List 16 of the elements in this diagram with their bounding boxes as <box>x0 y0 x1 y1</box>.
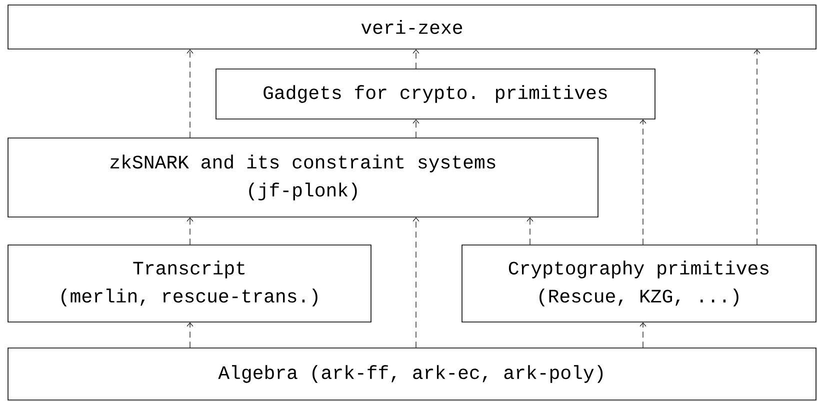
arrow <box>640 119 646 245</box>
arrow <box>526 217 534 245</box>
arrow <box>754 49 760 245</box>
arrow <box>186 217 194 245</box>
arrow <box>640 322 646 348</box>
arrow <box>186 49 194 138</box>
module-box: zkSNARK and its constraint systems (jf-plonk) <box>8 138 598 218</box>
arrow <box>412 119 420 138</box>
arrow <box>412 217 420 348</box>
app-box: veri-zexe <box>8 4 816 50</box>
module-box: Transcript (merlin, rescue-trans.) <box>8 244 372 322</box>
module-box: Algebra (ark-ff, ark-ec, ark-poly) <box>8 348 816 400</box>
module-box: Cryptography primitives (Rescue, KZG, ...) <box>462 244 816 322</box>
arrow <box>186 322 194 348</box>
arrow <box>412 49 420 69</box>
module-box: Gadgets for crypto. primitives <box>216 68 656 120</box>
